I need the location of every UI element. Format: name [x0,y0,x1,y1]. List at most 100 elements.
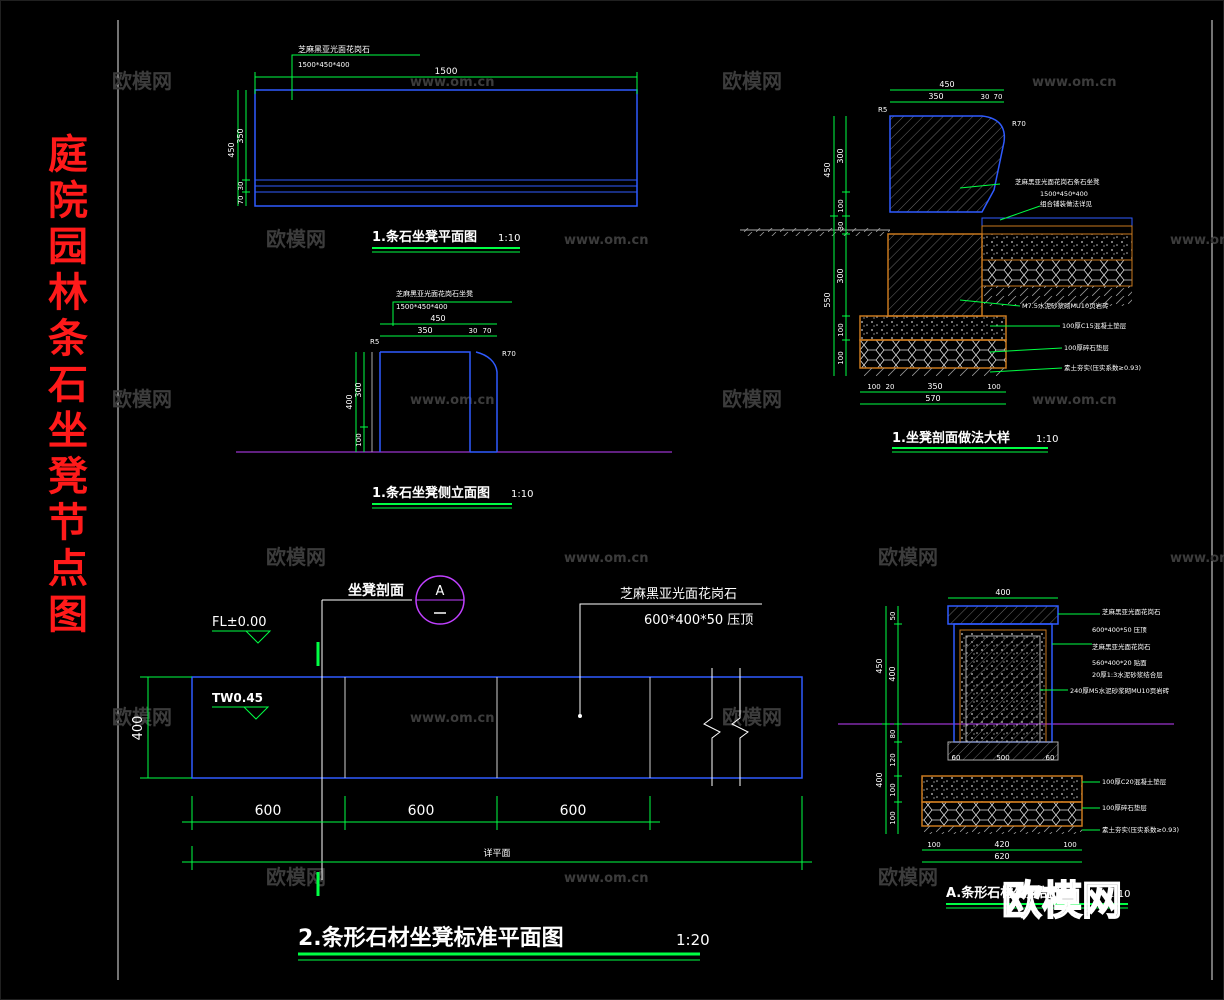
dimension-label: 450 [430,314,445,323]
radius-label: R5 [370,338,379,346]
radius-label: R70 [502,350,516,358]
dimension-label: 350 [236,128,245,143]
dimension-label: 100 [837,351,845,364]
dimension-label: 80 [889,730,897,739]
dimension-label: 30 [837,222,845,231]
layer-note: 1500*450*400 [1040,190,1088,198]
level-marker [212,630,272,644]
view-title: A.条形石材坐凳剖面 [946,885,1065,901]
concrete-layer [981,233,1133,261]
dimension-label: 100 [987,383,1000,391]
watermark: 欧模网 [112,705,172,729]
coping-stone [947,605,1059,625]
brick-core [965,635,1041,743]
view-scale: 1:10 [498,233,520,244]
dimension-label: 60 [952,754,961,762]
dimension-label: 300 [836,268,845,283]
layer-note: 芝麻黑亚光面花岗石 [1092,642,1151,651]
material-size: 1500*450*400 [298,61,350,69]
concrete-footing [921,775,1083,803]
layer-note: 芝麻黑亚光面花岗石条石坐凳 [1015,177,1100,186]
layer-note: 560*400*20 贴面 [1092,658,1147,667]
layer-note: 20厚1:3水泥砂浆结合层 [1092,670,1163,679]
paving-layer [981,217,1133,227]
ground-soil [740,228,890,236]
dimension-label: 620 [994,852,1009,861]
dimension-label: 100 [837,199,845,212]
plan-view: 1500 芝麻黑亚光面花岗石 1500*450*400 450 350 30 7… [227,44,638,253]
view-scale: 1:10 [1036,434,1058,445]
sheet-title-char: 坐 [48,408,88,454]
soil-base [922,826,1082,834]
layer-note: 100厚C15混凝土垫层 [1062,321,1127,330]
watermark: 欧模网 [878,545,938,569]
dimension-label: 300 [836,148,845,163]
watermark: 欧模网 [878,865,938,889]
material-note: 芝麻黑亚光面花岗石坐凳 [396,289,473,298]
view-title: 1.条石坐凳平面图 [372,229,477,245]
watermark-url: www.om.cn [1032,75,1117,90]
break-line [731,668,749,786]
dimension-label: 100 [889,783,897,796]
sheet-title: 庭 院 园 林 条 石 坐 凳 节 点 图 [38,132,98,638]
sheet-title-char: 庭 [48,132,88,178]
material-size: 600*400*50 压顶 [644,613,753,628]
leader-line [392,301,512,326]
dimension-label: 100 [837,323,845,336]
layer-note: 600*400*50 压顶 [1092,626,1147,634]
dimension-label: 300 [354,382,363,397]
watermark: 欧模网 [112,69,172,93]
dimension-label: 400 [345,394,354,409]
layer-note: 100厚碎石垫层 [1102,803,1147,812]
soil-layer [982,286,1132,306]
side-view: 450 350 30 70 芝麻黑亚光面花岗石坐凳 1500*450*400 R… [236,289,672,509]
dimension-label: 350 [417,326,432,335]
watermarks: 欧模网 www.om.cn 欧模网 www.om.cn 欧模网 www.om.c… [112,69,1224,889]
dimension-label: 450 [823,162,832,177]
watermark-url: www.om.cn [1170,551,1224,566]
layer-note: 素土夯实(压实系数≥0.93) [1102,825,1179,834]
dimension-label: 600 [408,803,435,819]
dimension-label: 400 [995,588,1010,597]
watermark: 欧模网 [266,227,326,251]
leader-line [291,54,420,100]
watermark: 欧模网 [266,545,326,569]
section-detail: 450 350 30 70 R5 R70 450 550 300 100 30 … [740,80,1141,453]
level-label: TW0.45 [212,691,263,705]
view-title: 2.条形石材坐凳标准平面图 [298,925,564,951]
sheet-title-char: 点 [48,546,88,592]
layer-note: 素土夯实(压实系数≥0.93) [1064,363,1141,372]
watermark-url: www.om.cn [410,393,495,408]
dimension-label: 30 [237,182,245,191]
dimension-label: 100 [867,383,880,391]
sheet-title-char: 林 [48,270,88,316]
dimension-label: 20 [886,383,895,391]
dimension-label: 70 [237,196,245,205]
gravel-footing [921,801,1083,827]
dimension-label: 570 [925,394,940,403]
dimension-label: 550 [823,292,832,307]
view-title: 1.坐凳剖面做法大样 [892,430,1010,446]
dimension-label: 450 [939,80,954,89]
layer-note: 组合铺装做法详见 [1040,199,1093,208]
radius-label: R5 [878,106,887,114]
watermark-url: www.om.cn [564,551,649,566]
dimension-label: 500 [996,754,1009,762]
watermark: 欧模网 [266,865,326,889]
layer-note: M7.5水泥砂浆砌MU10页岩砖 [1022,301,1109,310]
dimension-label: 450 [227,142,236,157]
dimension-label: 420 [994,840,1009,849]
dimension-label: 50 [889,612,897,621]
dimension-label: 350 [928,92,943,101]
sheet-title-char: 园 [48,224,88,270]
standard-plan: 坐凳剖面 A FL±0.00 TW0.45 芝麻黑亚光面花岗石 600*400*… [131,575,812,961]
watermark: 欧模网 [722,387,782,411]
section-marker-letter: A [436,584,445,599]
watermark-url: www.om.cn [1170,233,1224,248]
view-scale: 1:20 [676,931,710,949]
layer-note: 100厚C20混凝土垫层 [1102,777,1167,786]
sheet-title-char: 院 [48,178,88,224]
material-note: 芝麻黑亚光面花岗石 [620,586,737,602]
dimension-label: 70 [994,93,1003,101]
